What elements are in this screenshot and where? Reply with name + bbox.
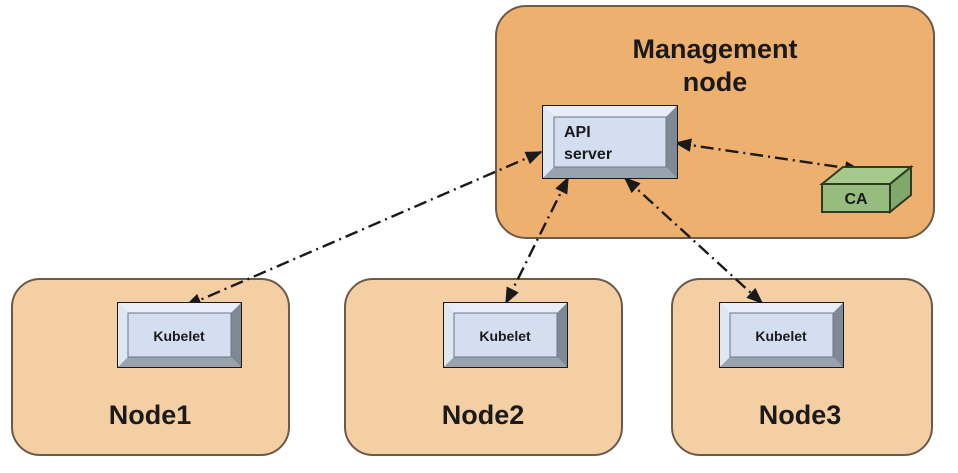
kubelet-1-face [127, 312, 232, 358]
kubelet-3-face [729, 312, 834, 358]
node2-label: Node2 [442, 400, 525, 430]
kubelet-2-label: Kubelet [479, 328, 531, 344]
node3-label: Node3 [759, 400, 842, 430]
kubelet-1-label: Kubelet [153, 328, 205, 344]
node1-label: Node1 [109, 400, 192, 430]
management-node-label-line2: node [683, 67, 748, 97]
kubelet-3-bevel-left [720, 303, 730, 367]
connector-api-to-kubelet3 [623, 176, 764, 305]
kubelet-2-bevel-top [444, 303, 567, 313]
kubelet-3-bevel-top [720, 303, 843, 313]
api-server-box[interactable]: API server [542, 105, 678, 179]
kubelet-1-bevel-left [118, 303, 128, 367]
kubelet-1-box[interactable]: Kubelet [117, 302, 242, 368]
kubelet-2-bevel-left [444, 303, 454, 367]
management-node-label-line1: Management [632, 34, 797, 64]
kubelet-2-bevel-right [557, 303, 567, 367]
kubelet-2-box[interactable]: Kubelet [443, 302, 568, 368]
api-server-bevel-bottom [543, 167, 677, 178]
api-server-bevel-right [666, 106, 677, 178]
connector-api-to-kubelet1 [184, 150, 543, 308]
connector-api-to-kubelet2 [504, 176, 570, 305]
api-server-face [553, 116, 667, 168]
kubelet-1-bevel-bottom [118, 357, 241, 367]
connector-group [184, 138, 862, 308]
kubelet-3-bevel-right [833, 303, 843, 367]
kubelet-1-bevel-top [118, 303, 241, 313]
ca-box[interactable]: CA [819, 164, 914, 215]
ca-front-face [821, 183, 891, 213]
connector-api-to-ca [674, 138, 862, 175]
ca-label: CA [844, 191, 868, 208]
kubelet-2-bevel-bottom [444, 357, 567, 367]
kubelet-2-face [453, 312, 558, 358]
kubelet-3-box[interactable]: Kubelet [719, 302, 844, 368]
api-server-label-line2: server [564, 146, 612, 163]
api-server-bevel-left [543, 106, 554, 178]
api-server-bevel-top [543, 106, 677, 117]
api-server-label-line1: API [564, 124, 591, 141]
kubelet-1-bevel-right [231, 303, 241, 367]
kubelet-3-bevel-bottom [720, 357, 843, 367]
management-node-container[interactable]: Management node [495, 5, 935, 239]
kubelet-3-label: Kubelet [755, 328, 807, 344]
